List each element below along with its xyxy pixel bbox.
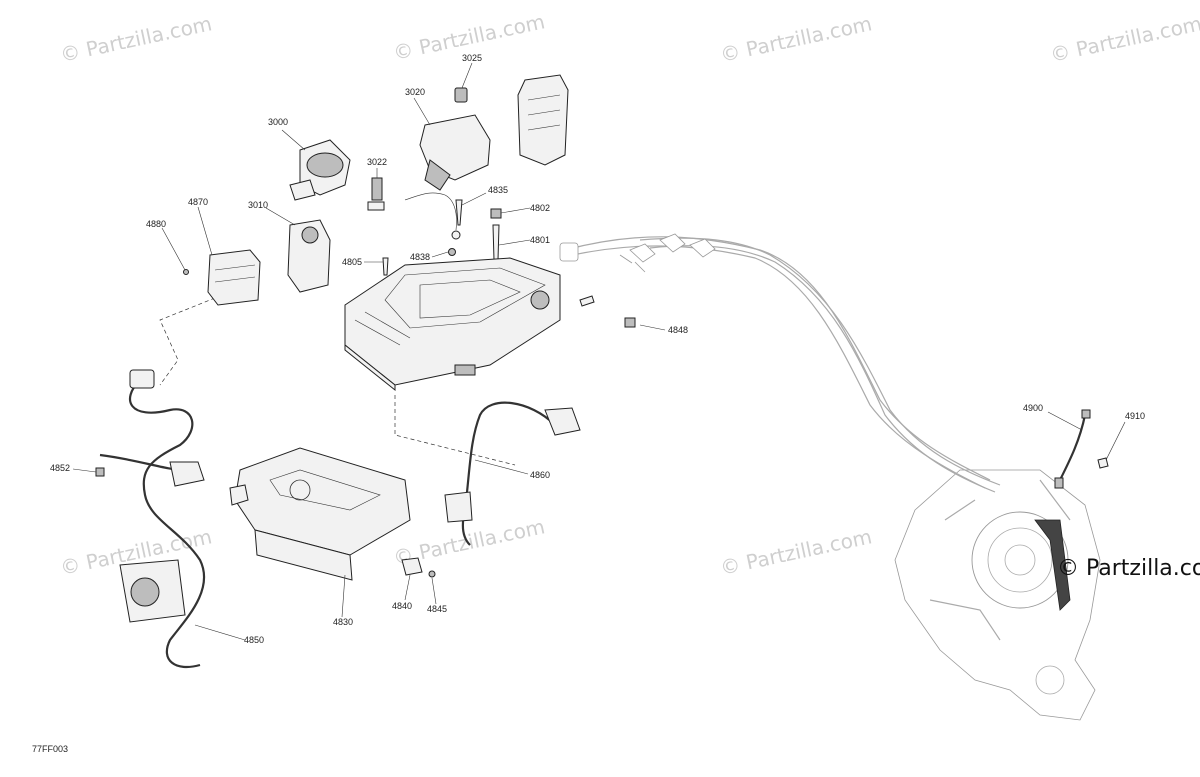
callout-4838[interactable]: 4838: [410, 252, 430, 262]
part-4870-box: [207, 249, 261, 306]
part-4860-harness: [444, 401, 581, 546]
part-4900-sensor: [1054, 409, 1091, 489]
part-3010-valve: [287, 219, 331, 293]
callout-4805[interactable]: 4805: [342, 257, 362, 267]
callout-4802[interactable]: 4802: [530, 203, 550, 213]
part-3020-valve: [404, 114, 491, 240]
part-4880-screw: [183, 269, 189, 275]
callout-3022[interactable]: 3022: [367, 157, 387, 167]
hv-cables: [559, 233, 1001, 493]
part-4910-bolt: [1097, 457, 1109, 469]
inverter-housing: [344, 257, 561, 392]
part-3000-pump: [289, 139, 351, 201]
callout-3010[interactable]: 3010: [248, 200, 268, 210]
callout-4830[interactable]: 4830: [333, 617, 353, 627]
control-module: [517, 74, 569, 166]
part-4845-screw: [428, 570, 436, 578]
callout-4850[interactable]: 4850: [244, 635, 264, 645]
callout-4870[interactable]: 4870: [188, 197, 208, 207]
part-4802-nut: [490, 208, 502, 219]
callout-4900[interactable]: 4900: [1023, 403, 1043, 413]
callout-4880[interactable]: 4880: [146, 219, 166, 229]
left-harness: [99, 369, 206, 669]
partzilla-logo: © Partzilla.com: [1057, 556, 1200, 581]
callout-4848[interactable]: 4848: [668, 325, 688, 335]
part-4838-nut: [448, 248, 456, 256]
watermark-4: © Partzilla.com: [1048, 11, 1200, 67]
gearbox-assembly: [894, 469, 1101, 721]
part-3022-clip: [367, 177, 385, 211]
dashed-leaders: [159, 297, 516, 466]
callout-4840[interactable]: 4840: [392, 601, 412, 611]
callout-4910[interactable]: 4910: [1125, 411, 1145, 421]
callout-leaders: [72, 62, 1126, 641]
watermark-1: © Partzilla.com: [58, 11, 214, 67]
part-4852-clip: [95, 467, 105, 477]
charger-box: [229, 447, 411, 581]
part-4848-screw: [624, 317, 636, 328]
callout-3025[interactable]: 3025: [462, 53, 482, 63]
callout-4860[interactable]: 4860: [530, 470, 550, 480]
part-4801-stud: [492, 224, 500, 261]
callout-4835[interactable]: 4835: [488, 185, 508, 195]
part-4835-screw: [455, 199, 463, 226]
callout-4852[interactable]: 4852: [50, 463, 70, 473]
watermark-3: © Partzilla.com: [718, 11, 874, 67]
callout-labels: 3025 3020 3000 3022 4835 4870 3010 4802 …: [50, 53, 1145, 645]
callout-4801[interactable]: 4801: [530, 235, 550, 245]
watermark-7: © Partzilla.com: [718, 524, 874, 580]
part-3025-fitting: [454, 87, 468, 103]
callout-3000[interactable]: 3000: [268, 117, 288, 127]
callout-3020[interactable]: 3020: [405, 87, 425, 97]
part-bolt-right: [579, 295, 595, 307]
callout-4845[interactable]: 4845: [427, 604, 447, 614]
part-4840-fitting: [401, 557, 423, 576]
part-4805-bolt: [382, 257, 389, 276]
diagram-reference: 77FF003: [32, 744, 68, 754]
